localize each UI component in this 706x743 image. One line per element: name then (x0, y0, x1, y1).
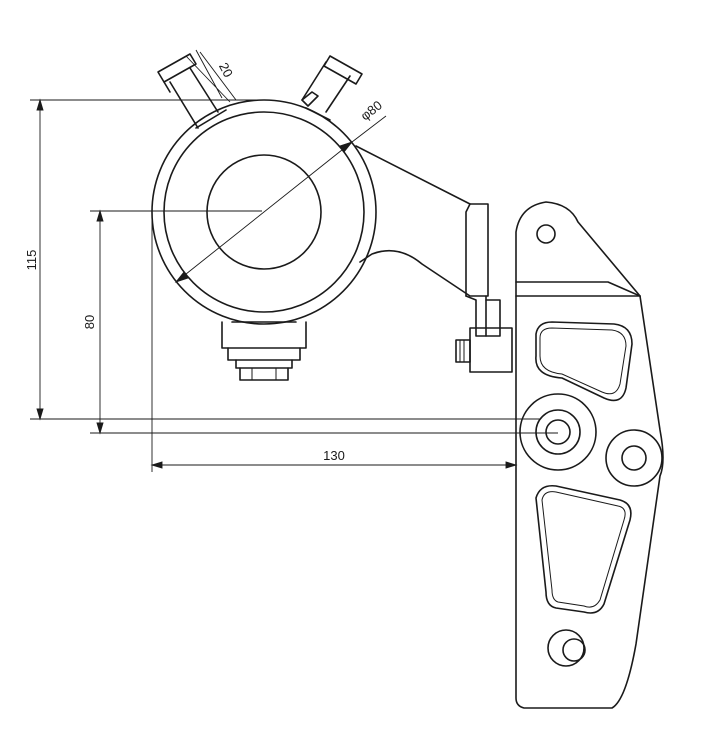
dim-height-total: 115 (24, 250, 39, 271)
bracket-pivot-outer (519, 393, 597, 471)
dim-nozzle: 20 (216, 60, 236, 80)
mounting-arm (355, 145, 513, 373)
dim-width: 130 (323, 448, 345, 463)
reservoir-body (151, 99, 377, 325)
bracket-right-boss (605, 429, 663, 487)
bracket-bottom-hole (562, 638, 586, 662)
bracket-pivot-mid (535, 409, 581, 455)
bracket-bottom-boss (547, 629, 585, 667)
bracket-pivot-hole (545, 419, 571, 445)
bracket-upper-cutout (535, 321, 633, 402)
reservoir-outer-ring (151, 99, 377, 325)
reservoir-inner-ring (163, 111, 365, 313)
bracket (515, 201, 664, 709)
bracket-right-hole (621, 445, 647, 471)
dimension-lines (30, 49, 558, 472)
right-nozzle (301, 55, 363, 121)
bracket-top-hole (536, 224, 556, 244)
dim-height-mount: 80 (82, 315, 97, 329)
bottom-fitting (221, 321, 307, 381)
left-nozzle (157, 53, 227, 129)
bracket-lower-cutout (535, 484, 632, 614)
reservoir-cap (206, 154, 322, 270)
